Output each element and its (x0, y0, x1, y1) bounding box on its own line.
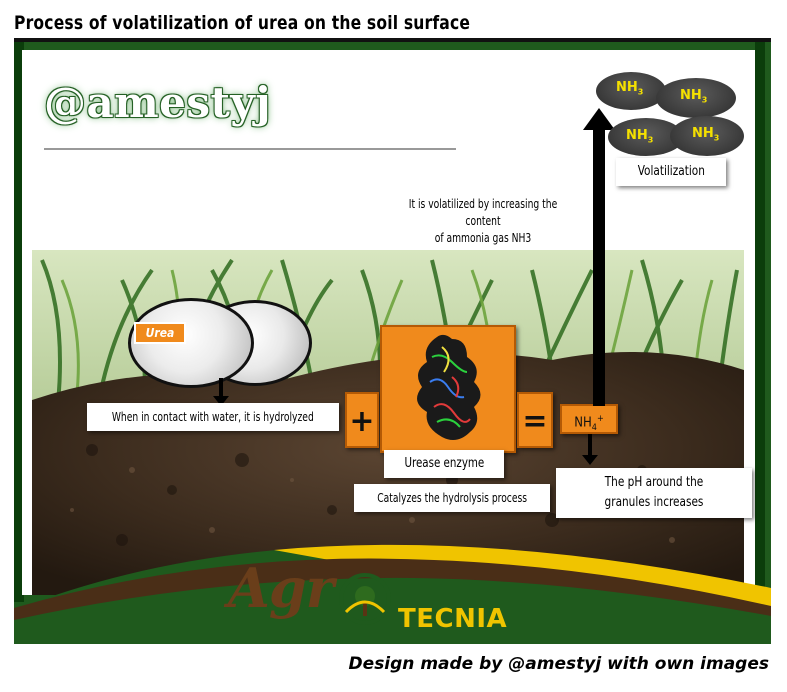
nh4-subscript: 4 (591, 422, 597, 433)
volatilized-line-3: of ammonia gas NH3 (434, 231, 532, 245)
nh3-text: NH (616, 80, 638, 95)
nh3-subscript: 3 (647, 135, 654, 145)
frame-top-border (14, 38, 771, 42)
nh4-down-arrow-head (582, 455, 598, 465)
plus-sign-text: + (349, 404, 375, 439)
urea-arrow-shaft (219, 378, 223, 400)
volatilization-label: Volatilization (616, 158, 726, 186)
design-credit: Design made by @amestyj with own images (348, 654, 769, 674)
frame-left-bar (14, 42, 24, 602)
volatilization-text: Volatilization (637, 164, 705, 179)
nh3-subscript: 3 (713, 133, 720, 143)
nh3-label-1: NH3 (616, 80, 643, 97)
nh4-ion-box: NH4+ (560, 404, 618, 434)
urea-label-text: Urea (145, 326, 175, 340)
nh3-text: NH (692, 126, 714, 141)
equals-sign: = (517, 392, 553, 448)
nh3-cloud-2 (656, 78, 736, 118)
plus-sign: + (345, 392, 379, 448)
nh4-text: NH (574, 415, 592, 431)
ph-increase-text: The pH around the granules increases (604, 475, 704, 510)
page-title: Process of volatilization of urea on the… (14, 12, 471, 34)
nh3-cloud-4 (670, 116, 744, 156)
volatilized-description: It is volatilized by increasing the cont… (376, 196, 590, 247)
nh3-label-2: NH3 (680, 88, 707, 105)
hydrolyzed-text: When in contact with water, it is hydrol… (112, 410, 314, 424)
urease-enzyme-text: Urease enzyme (404, 456, 484, 471)
logo-agro: Agr (228, 556, 334, 620)
nh3-subscript: 3 (701, 95, 708, 105)
volatilized-line-1: It is volatilized by increasing the (408, 197, 558, 211)
ph-increase-label: The pH around the granules increases (556, 468, 752, 518)
catalyzes-label: Catalyzes the hydrolysis process (354, 484, 550, 512)
nh3-label-3: NH3 (626, 128, 653, 145)
divider-line (44, 148, 456, 150)
nh3-text: NH (680, 88, 702, 103)
nh3-label-4: NH3 (692, 126, 719, 143)
bottom-swoosh (14, 544, 771, 644)
volatilization-arrow-shaft (593, 126, 605, 406)
volatilization-arrow-head (583, 108, 615, 130)
catalyzes-text: Catalyzes the hydrolysis process (377, 491, 527, 505)
nh3-text: NH (626, 128, 648, 143)
urea-arrow-head (213, 396, 229, 406)
urease-enzyme-image (380, 325, 516, 453)
nh3-cloud-1 (596, 72, 666, 110)
author-handle: @amestyj (44, 78, 272, 127)
logo-tecnia: TECNIA (398, 604, 508, 634)
urea-label: Urea (134, 322, 186, 344)
nh3-subscript: 3 (637, 87, 644, 97)
enzyme-structure-icon (417, 334, 481, 441)
frame-right-bar (755, 42, 765, 602)
urease-enzyme-label: Urease enzyme (384, 450, 504, 478)
logo-tree-icon (339, 573, 391, 625)
hydrolyzed-label: When in contact with water, it is hydrol… (87, 403, 339, 431)
volatilized-line-2: content (465, 214, 501, 228)
nh4-down-arrow-shaft (588, 434, 592, 458)
equals-sign-text: = (522, 404, 548, 439)
nh4-superscript: + (596, 414, 604, 424)
